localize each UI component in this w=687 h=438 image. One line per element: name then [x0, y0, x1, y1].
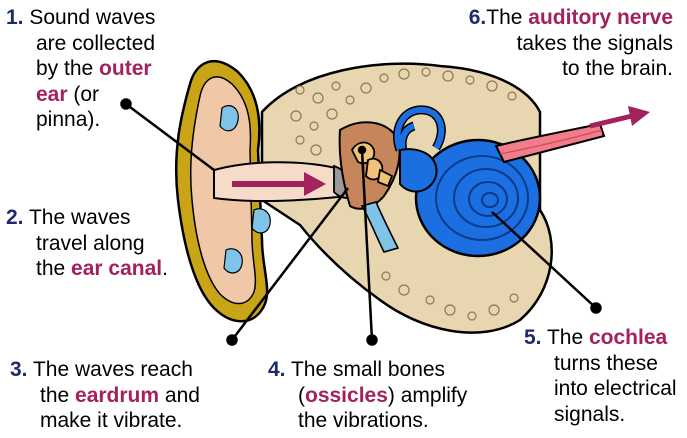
step-number: 2. — [6, 206, 24, 229]
step-number: 6. — [469, 6, 487, 29]
term-cochlea: cochlea — [589, 326, 667, 349]
caption-ossicles: 4. The small bones (ossicles) amplify th… — [268, 357, 508, 434]
step-number: 1. — [6, 6, 24, 29]
caption-outer-ear: 1. Sound waves are collected by the oute… — [6, 5, 196, 133]
step-number: 3. — [10, 358, 28, 381]
cartilage-patch — [252, 209, 270, 233]
term-ossicles: ossicles — [305, 384, 388, 407]
leader-dot — [592, 304, 601, 313]
leader-dot — [359, 147, 365, 153]
caption-auditory-nerve: 6.The auditory nerve takes the signals t… — [413, 5, 673, 82]
cartilage-patch — [220, 106, 238, 131]
caption-ear-canal: 2. The waves travel along the ear canal. — [6, 205, 206, 282]
term-eardrum: eardrum — [75, 384, 159, 407]
term-ear-canal: ear canal — [71, 257, 162, 280]
term-auditory-nerve: auditory nerve — [528, 6, 673, 29]
caption-eardrum: 3. The waves reach the eardrum and make … — [10, 357, 260, 434]
cartilage-patch — [224, 249, 242, 273]
leader-dot — [228, 336, 237, 345]
term-ear: ear — [36, 83, 68, 106]
leader-dot — [368, 336, 377, 345]
term-outer: outer — [99, 57, 152, 80]
step-number: 5. — [524, 326, 542, 349]
caption-cochlea: 5. The cochlea turns these into electric… — [524, 325, 684, 427]
signal-arrow-head — [628, 106, 650, 126]
step-number: 4. — [268, 358, 286, 381]
